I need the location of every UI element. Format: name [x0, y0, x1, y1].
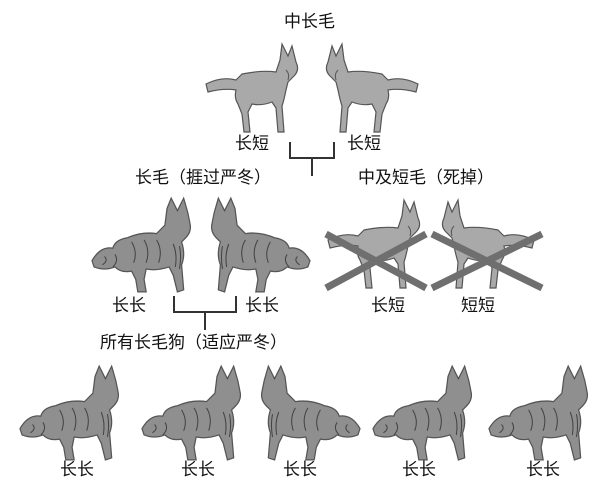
- long-hair-dog-offspring-3: [250, 362, 370, 462]
- survivor-label-right: 长长: [245, 296, 279, 316]
- offspring-label-1: 长长: [60, 460, 94, 480]
- offspring-label-4: 长长: [402, 460, 436, 480]
- dead-label-right: 短短: [461, 296, 495, 316]
- cross-mark-left: [324, 230, 428, 292]
- generation-3-title: 所有长毛狗（适应严冬）: [100, 333, 287, 353]
- offspring-label-2: 长长: [181, 460, 215, 480]
- long-hair-dog-offspring-5: [484, 362, 594, 462]
- long-hair-dog-offspring-2: [132, 362, 252, 462]
- long-hair-dog-offspring-1: [10, 362, 130, 462]
- long-hair-dog-offspring-4: [368, 362, 478, 462]
- generation-1-title: 中长毛: [284, 12, 335, 32]
- cross-mark-right: [430, 230, 544, 292]
- offspring-label-5: 长长: [526, 460, 560, 480]
- gen1-right-dog-label: 长短: [347, 134, 381, 154]
- dead-label-left: 长短: [371, 296, 405, 316]
- offspring-label-3: 长长: [283, 460, 317, 480]
- gen1-connector: [289, 142, 335, 176]
- survivor-label-left: 长长: [112, 296, 146, 316]
- gen1-left-dog-label: 长短: [235, 134, 269, 154]
- gen2-connector: [173, 296, 237, 330]
- survivor-group-title: 长毛（捱过严冬）: [135, 168, 271, 188]
- dead-group-title: 中及短毛（死掉）: [358, 168, 494, 188]
